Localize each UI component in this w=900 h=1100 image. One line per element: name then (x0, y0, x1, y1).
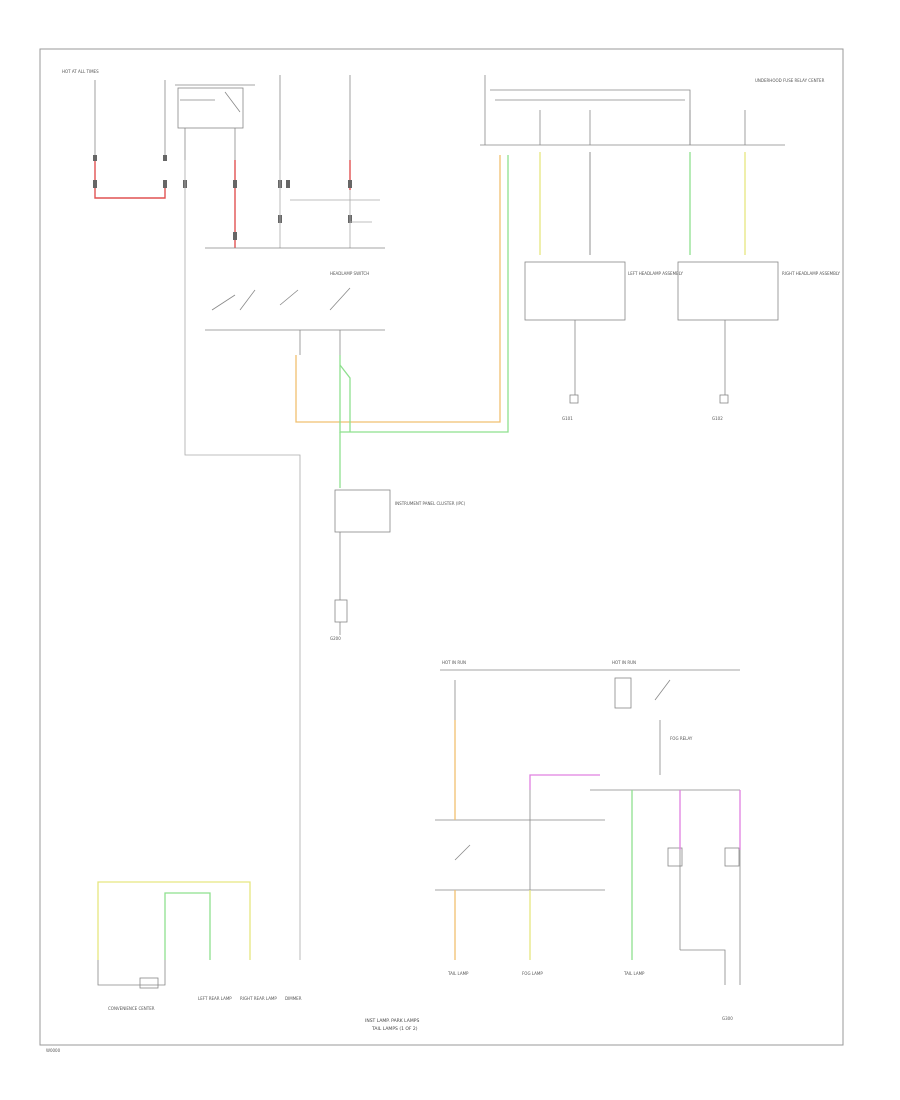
right-headlamp-box (677, 261, 779, 404)
instrument-cluster (334, 489, 391, 635)
diagram-title-line1: INST LAMP. PARK LAMPS (365, 1018, 419, 1024)
hot-run-left: HOT IN RUN (442, 660, 466, 665)
underhood-center (480, 75, 785, 146)
diagram-border (39, 48, 844, 1046)
bottom-left-connectors (97, 960, 166, 989)
hot-run-right: HOT IN RUN (612, 660, 636, 665)
bottom-left-wires (97, 490, 301, 960)
left-headlamp-box (524, 261, 626, 404)
headlamp-switch (205, 247, 385, 355)
wire-red (94, 160, 351, 248)
tail-connector-3: TAIL LAMP (623, 971, 645, 976)
bottom-connector-1: CONVENIENCE CENTER (108, 1006, 155, 1011)
bottom-connector-4: DIMMER (285, 996, 302, 1001)
ground-left: G101 (562, 416, 573, 421)
ground-cluster: G200 (330, 636, 341, 641)
fuse-label: HOT AT ALL TIMES (62, 69, 99, 74)
right-headlamp-label: RIGHT HEADLAMP ASSEMBLY (782, 271, 841, 276)
bottom-connector-3: RIGHT REAR LAMP (240, 996, 277, 1001)
left-headlamp-label: LEFT HEADLAMP ASSEMBLY (628, 271, 683, 276)
cluster-label: INSTRUMENT PANEL CLUSTER (IPC) (395, 501, 466, 506)
headlamp-switch-label: HEADLAMP SWITCH (330, 271, 369, 276)
tail-lamp-section (435, 669, 741, 985)
diagram-title-line2: TAIL LAMPS (1 OF 2) (371, 1026, 418, 1032)
underhood-label: UNDERHOOD FUSE RELAY CENTER (755, 78, 825, 83)
tail-connector-1: TAIL LAMP (447, 971, 469, 976)
wire-gray (184, 160, 380, 490)
fuse-block-left (94, 75, 351, 160)
corner-code: W0000 (46, 1048, 61, 1053)
tail-connector-2: FOG LAMP (522, 971, 543, 976)
ground-bottom: G300 (722, 1016, 733, 1021)
bottom-connector-2: LEFT REAR LAMP (198, 996, 232, 1001)
tail-lamp-wires (454, 720, 741, 960)
fog-relay-label: FOG RELAY (670, 736, 693, 741)
wire-orange-green (295, 155, 509, 488)
ground-right: G102 (712, 416, 723, 421)
headlamp-wires (539, 152, 746, 255)
